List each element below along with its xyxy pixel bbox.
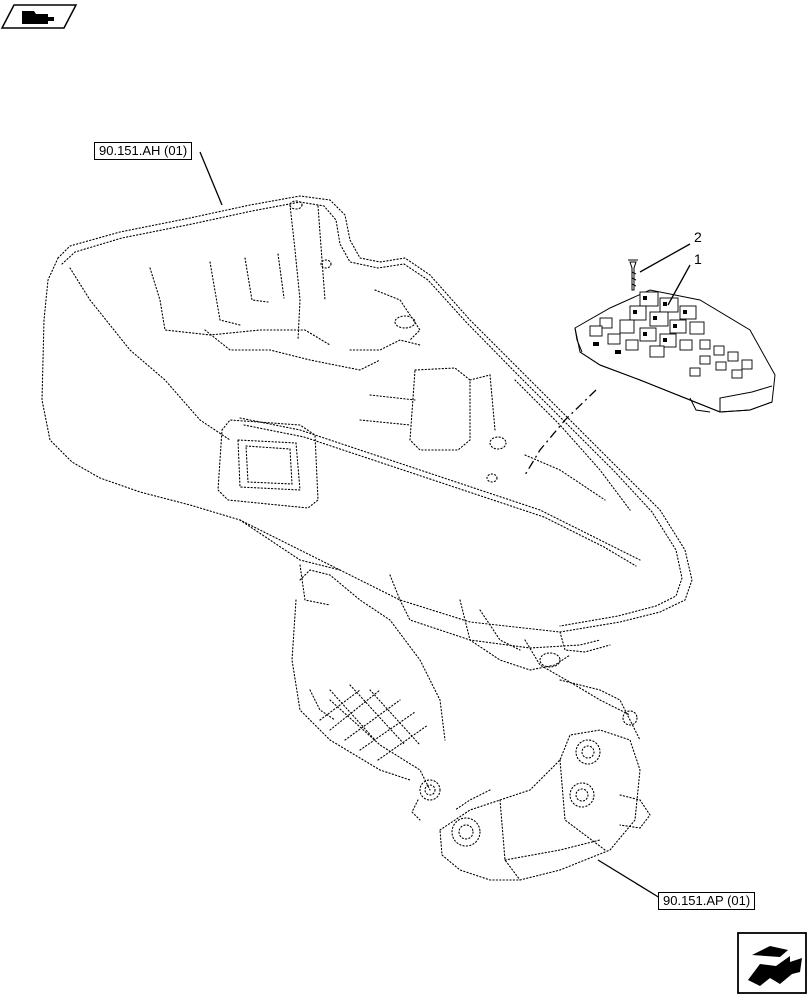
callout-item-1: 1: [694, 251, 702, 267]
lower-support-bracket: [291, 569, 651, 881]
console-housing: [41, 195, 693, 653]
prev-page-icon[interactable]: [0, 4, 78, 29]
callout-item-2: 2: [694, 229, 702, 245]
next-page-icon[interactable]: [737, 932, 807, 994]
ref-label-bottom[interactable]: 90.151.AP (01): [658, 892, 756, 910]
ref-label-top[interactable]: 90.151.AH (01): [94, 142, 193, 160]
relay-fuse-box: [524, 289, 776, 476]
leader-lines: [199, 151, 691, 899]
screw: [628, 259, 638, 291]
